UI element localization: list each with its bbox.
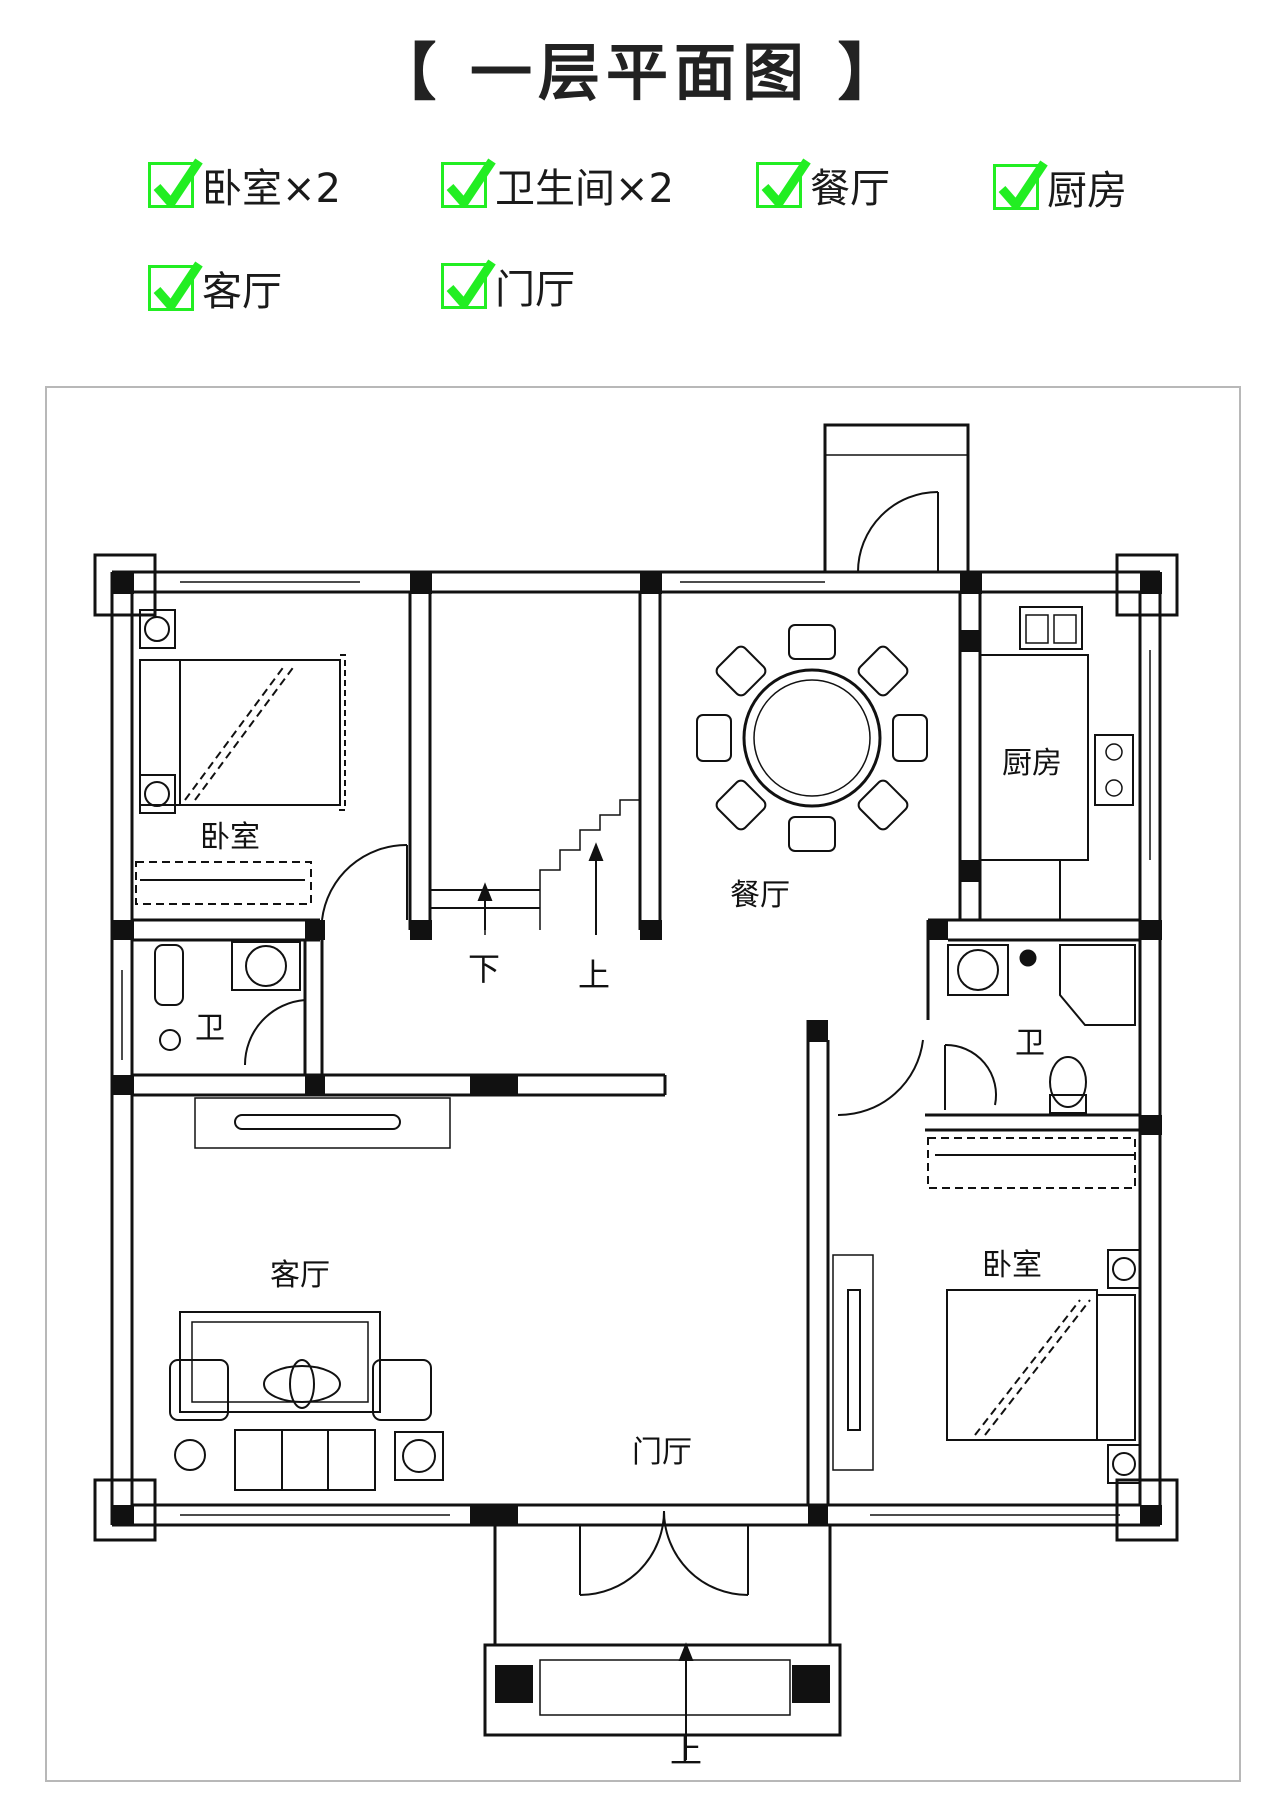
- checkmark-icon: [441, 158, 496, 208]
- stair-up-label: 上: [578, 956, 611, 994]
- entrance-up-label: 上: [670, 1732, 703, 1770]
- room-label-bathroom-left: 卫: [195, 1011, 225, 1046]
- feature-item-bathroom: 卫生间×2: [441, 155, 674, 215]
- feature-label: 厨房: [1047, 168, 1127, 214]
- feature-item-foyer: 门厅: [441, 256, 575, 316]
- feature-label: 门厅: [495, 267, 575, 313]
- checkmark-icon: [756, 158, 811, 208]
- stair-down-label: 下: [468, 950, 501, 988]
- exterior-walls: [110, 570, 1162, 1527]
- checkmark-icon: [148, 261, 203, 311]
- feature-label: 餐厅: [810, 166, 890, 212]
- feature-label: 卧室×2: [202, 166, 341, 212]
- feature-label: 客厅: [202, 269, 282, 315]
- feature-item-kitchen: 厨房: [993, 157, 1127, 217]
- feature-label: 卫生间×2: [495, 166, 674, 212]
- feature-item-dining: 餐厅: [756, 155, 890, 215]
- feature-item-living: 客厅: [148, 258, 282, 318]
- feature-item-bedroom: 卧室×2: [148, 155, 341, 215]
- checkmark-icon: [993, 160, 1048, 210]
- checkmark-icon: [148, 158, 203, 208]
- checkmark-icon: [441, 259, 496, 309]
- room-label-bedroom-right: 卧室: [982, 1248, 1042, 1283]
- room-label-bathroom-right: 卫: [1015, 1026, 1045, 1061]
- floor-plan-frame: [45, 386, 1241, 1782]
- room-label-living: 客厅: [270, 1258, 330, 1293]
- room-label-kitchen: 厨房: [1002, 746, 1062, 781]
- room-label-foyer: 门厅: [632, 1435, 692, 1470]
- room-label-dining: 餐厅: [730, 878, 790, 913]
- page-title: 【 一层平面图 】: [374, 36, 906, 109]
- room-label-bedroom-left: 卧室: [200, 820, 260, 855]
